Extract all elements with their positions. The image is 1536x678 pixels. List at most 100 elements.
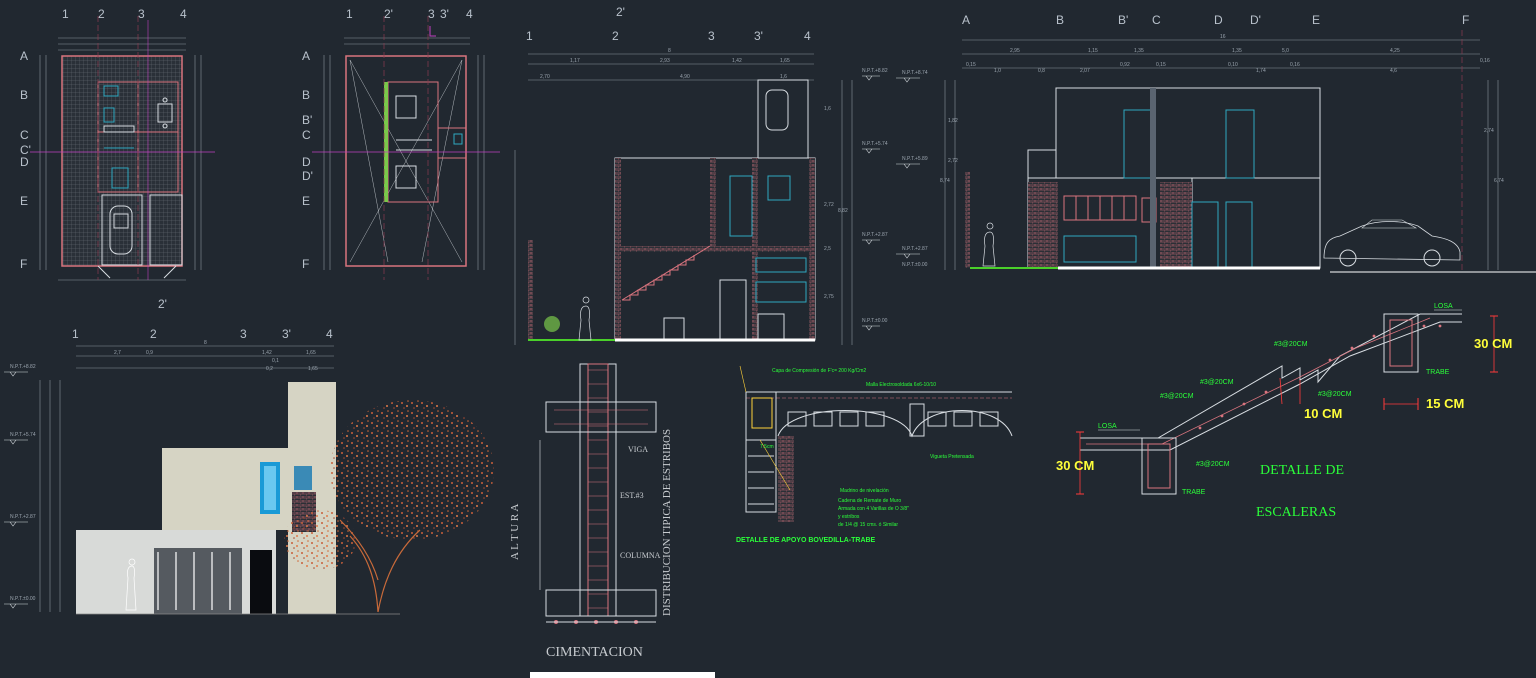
dim-text: 0,15: [966, 62, 976, 68]
level-label: N.P.T.+8.82: [10, 364, 36, 370]
axis-label: 2': [384, 7, 393, 21]
level-label: N.P.T.+5.89: [902, 156, 928, 162]
note-cadena: Cadena de Remate de Muro: [838, 498, 901, 504]
section-marker: 2': [616, 5, 625, 19]
axis-label: 3': [282, 327, 291, 341]
axis-label: A: [302, 49, 310, 63]
axis-label: 1: [62, 7, 69, 21]
dim-text: 8: [204, 340, 207, 346]
ground-floor-plan: 1 2 3 4 A B C C' D E F: [20, 7, 215, 281]
axis-label: 1: [526, 29, 533, 43]
label-rebar: #3@20CM: [1200, 379, 1234, 386]
axis-label: 3: [708, 29, 715, 43]
note-malla: Malla Electrosoldada 6x6-10/10: [866, 382, 936, 388]
dim-30cm: 30 CM: [1056, 458, 1094, 473]
label-distribucion: DISTRIBUCION TIPICA DE ESTRIBOS: [661, 429, 673, 616]
axis-label: B': [302, 113, 312, 127]
axis-label: E: [20, 194, 28, 208]
section-axes: A B B' C D D' E F: [962, 13, 1469, 27]
dim-text: 1,35: [1134, 48, 1144, 54]
axis-label: 4: [804, 29, 811, 43]
dim-text: 1,42: [732, 58, 742, 64]
dim-text: 8,82: [838, 208, 848, 214]
plan-axes-top: 1 2 3 4: [62, 7, 187, 21]
level-label: N.P.T.+8.82: [862, 68, 888, 74]
detail-title-bovedilla: DETALLE DE APOYO BOVEDILLA-TRABE: [736, 537, 876, 544]
axis-label: 4: [326, 327, 333, 341]
axis-label: C: [20, 128, 29, 142]
dim-text: 0,2: [266, 366, 273, 372]
dim-text: 16: [1220, 34, 1226, 40]
plan-axes-side: A B B' C D D' E F: [302, 49, 313, 271]
axis-label: 3': [440, 7, 449, 21]
building-section-2: A B B' C D D' E F 16 2,95 1,15 1,35 1,35…: [896, 13, 1536, 273]
dim-text: 2,70: [540, 74, 550, 80]
dim-text: 1,65: [306, 350, 316, 356]
label-rebar: #3@20CM: [1274, 341, 1308, 348]
dim-text: 1,42: [262, 350, 272, 356]
level-markers: N.P.T.+8.82 N.P.T.+5.74 N.P.T.+2.87 N.P.…: [4, 364, 36, 609]
dim-text: 1,35: [1232, 48, 1242, 54]
axis-label: C': [20, 143, 31, 157]
axis-label: E: [302, 194, 310, 208]
dim-text: 1,65: [308, 366, 318, 372]
dim-text: 2,74: [1484, 128, 1494, 134]
dim-text: 1,15: [1088, 48, 1098, 54]
dim-text: 2,7: [114, 350, 121, 356]
section-axes: 1 2 3 3' 4: [72, 327, 333, 341]
label-losa: LOSA: [1098, 423, 1117, 430]
dim-text: 6,74: [1494, 178, 1504, 184]
dim-text: 2,07: [1080, 68, 1090, 74]
axis-label: B: [302, 88, 310, 102]
note-vigueta: Vigueta Pretensada: [930, 454, 974, 460]
level-label: N.P.T.±0.00: [10, 596, 36, 602]
axis-label: 4: [466, 7, 473, 21]
label-columna: COLUMNA: [620, 551, 661, 560]
axis-label: 1: [346, 7, 353, 21]
dim-text: 1,65: [780, 58, 790, 64]
label-losa: LOSA: [1434, 303, 1453, 310]
label-est: EST.#3: [620, 491, 644, 500]
level-label: N.P.T.±0.00: [902, 262, 928, 268]
dim-text: 4,6: [1390, 68, 1397, 74]
dim-text: 0,9: [146, 350, 153, 356]
dim-text: 8: [668, 48, 671, 54]
building-section-1: 2' 1 2 3 3' 4 8 1,17 2,93 1,42 1,65 2,70…: [514, 5, 888, 345]
dim-30cm: 30 CM: [1474, 336, 1512, 351]
axis-label: F: [1462, 13, 1469, 27]
note-madrino: Madrino de nivelación: [840, 488, 889, 494]
dim-text: 0,92: [1120, 62, 1130, 68]
axis-label: B: [20, 88, 28, 102]
stair-detail: LOSA LOSA TRABE TRABE #3@20CM #3@20CM #3…: [1056, 303, 1512, 520]
dim-text: 4,25: [1390, 48, 1400, 54]
car-icon: [1323, 219, 1461, 267]
dim-text: 0,15: [1156, 62, 1166, 68]
label-rebar: #3@20CM: [1196, 461, 1230, 468]
label-rebar: #3@20CM: [1160, 393, 1194, 400]
note-capa-compresion: Capa de Compresión de F'c= 200 Kg/Cm2: [772, 368, 866, 374]
label-viga: VIGA: [628, 445, 648, 454]
plan-axes-side: A B C C' D E F: [20, 49, 31, 271]
axis-label: D': [302, 169, 313, 183]
dim-text: 2,75: [824, 294, 834, 300]
axis-label: 3: [240, 327, 247, 341]
section-axes: 1 2 3 3' 4: [526, 29, 811, 43]
dim-text: 2,72: [824, 202, 834, 208]
dim-text: 8,74: [940, 178, 950, 184]
dim-text: 1,6: [824, 106, 831, 112]
axis-label: A: [20, 49, 28, 63]
axis-label: A: [962, 13, 970, 27]
detail-title-escaleras: ESCALERAS: [1256, 505, 1336, 520]
dim-text: 0,16: [1480, 58, 1490, 64]
dim-text: 0,10: [1228, 62, 1238, 68]
dim-text: 4,90: [680, 74, 690, 80]
facade-elevation: 2' 1 2 3 3' 4 8 2,7 0,9 1,42 1,65 0,1 0,…: [4, 297, 494, 615]
note-cadena: Armada con 4 Varillas de O 3/8": [838, 506, 909, 512]
axis-label: 2: [98, 7, 105, 21]
upper-floor-plan: 1 2' 3 3' 4 A B B' C D D' E F: [302, 7, 500, 280]
label-rebar: #3@20CM: [1318, 391, 1352, 398]
level-markers: N.P.T.+8.74 N.P.T.+5.89 N.P.T.+2.87 N.P.…: [896, 70, 928, 268]
axis-label: 2: [150, 327, 157, 341]
dim-text: 2,72: [948, 158, 958, 164]
